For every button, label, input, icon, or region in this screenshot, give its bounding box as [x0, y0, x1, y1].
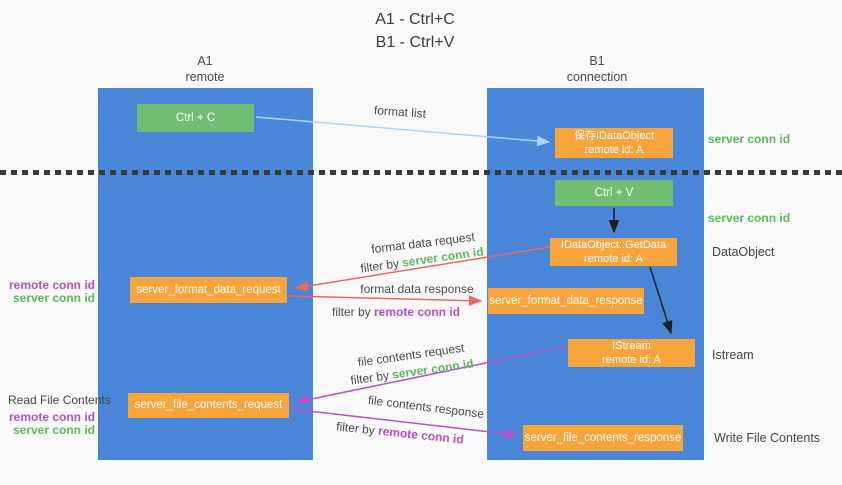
filter-by-text: filter by: [335, 419, 379, 438]
arrow-format-data-response: [288, 295, 483, 306]
node-idataobject-getdata: IDataObject::GetData remote id: A: [550, 238, 677, 266]
label-server-conn-id-top: server conn id: [708, 132, 791, 146]
server-format-data-response-label: server_format_data_response: [489, 294, 643, 307]
node-server-file-contents-request: server_file_contents_request: [128, 393, 289, 418]
label-format-data-response: format data response: [360, 282, 474, 296]
label-remote-conn-id-1: remote conn id: [8, 278, 95, 292]
getdata-line1: IDataObject::GetData: [560, 238, 667, 251]
istream-line1: IStream: [612, 339, 651, 352]
title-line-2: B1 - Ctrl+V: [375, 34, 455, 52]
label-server-conn-id-mid: server conn id: [708, 211, 791, 225]
filter-by-text: filter by: [331, 305, 374, 319]
label-file-contents-response: file contents response: [367, 392, 485, 422]
save-idataobject-line2: remote id: A: [584, 144, 644, 156]
filter-key-remote-conn-id: remote conn id: [374, 305, 461, 319]
node-server-format-data-response: server_format_data_response: [488, 288, 644, 314]
node-ctrl-v: Ctrl + V: [555, 180, 673, 206]
lane-b1-name: B1: [589, 54, 605, 68]
getdata-line2: remote id: A: [584, 253, 643, 265]
label-istream: Istream: [712, 348, 754, 362]
save-idataobject-line1: 保存IDataObject: [573, 129, 655, 142]
filter-by-text: filter by: [349, 367, 394, 388]
lane-b1-role: connection: [566, 69, 628, 84]
diagram-title: A1 - Ctrl+C B1 - Ctrl+V: [315, 8, 515, 54]
server-file-contents-request-label: server_file_contents_request: [134, 399, 283, 412]
left-conn-ids-group1: remote conn id server conn id: [0, 279, 95, 305]
title-line-1: A1 - Ctrl+C: [375, 11, 455, 28]
filter-key-remote-conn-id: remote conn id: [377, 423, 465, 447]
server-format-data-request-label: server_format_data_request: [136, 283, 281, 296]
left-conn-ids-group2: remote conn id server conn id: [0, 411, 95, 437]
label-server-conn-id-1: server conn id: [12, 290, 95, 305]
ctrl-c-label: Ctrl + C: [175, 111, 216, 124]
lane-header-b1: B1 connection: [547, 54, 647, 85]
session-divider-dotted-line: [0, 170, 842, 175]
label-filter-by-remote-conn-id-1: filter by remote conn id: [326, 305, 466, 319]
label-server-conn-id-2: server conn id: [12, 422, 95, 437]
node-istream: IStream remote id: A: [568, 339, 695, 367]
istream-line2: remote id: A: [602, 354, 661, 366]
node-server-format-data-request: server_format_data_request: [130, 277, 287, 303]
node-server-file-contents-response: server_file_contents_response: [523, 425, 683, 451]
lane-header-a1: A1 remote: [155, 54, 255, 85]
label-filter-by-remote-conn-id-2: filter by remote conn id: [330, 419, 471, 448]
node-save-idataobject: 保存IDataObject remote id: A: [555, 128, 673, 158]
ctrl-v-label: Ctrl + V: [594, 186, 634, 199]
node-ctrl-c: Ctrl + C: [137, 104, 254, 132]
server-file-contents-response-label: server_file_contents_response: [524, 431, 682, 444]
label-read-file-contents: Read File Contents: [8, 393, 111, 407]
lane-a1-name: A1: [197, 54, 213, 68]
filter-by-text: filter by: [359, 255, 404, 276]
label-remote-conn-id-2: remote conn id: [8, 410, 95, 424]
label-dataobject: DataObject: [712, 245, 775, 259]
lane-a1-role: remote: [185, 69, 225, 84]
label-format-list: format list: [373, 103, 427, 121]
label-write-file-contents: Write File Contents: [714, 431, 821, 445]
